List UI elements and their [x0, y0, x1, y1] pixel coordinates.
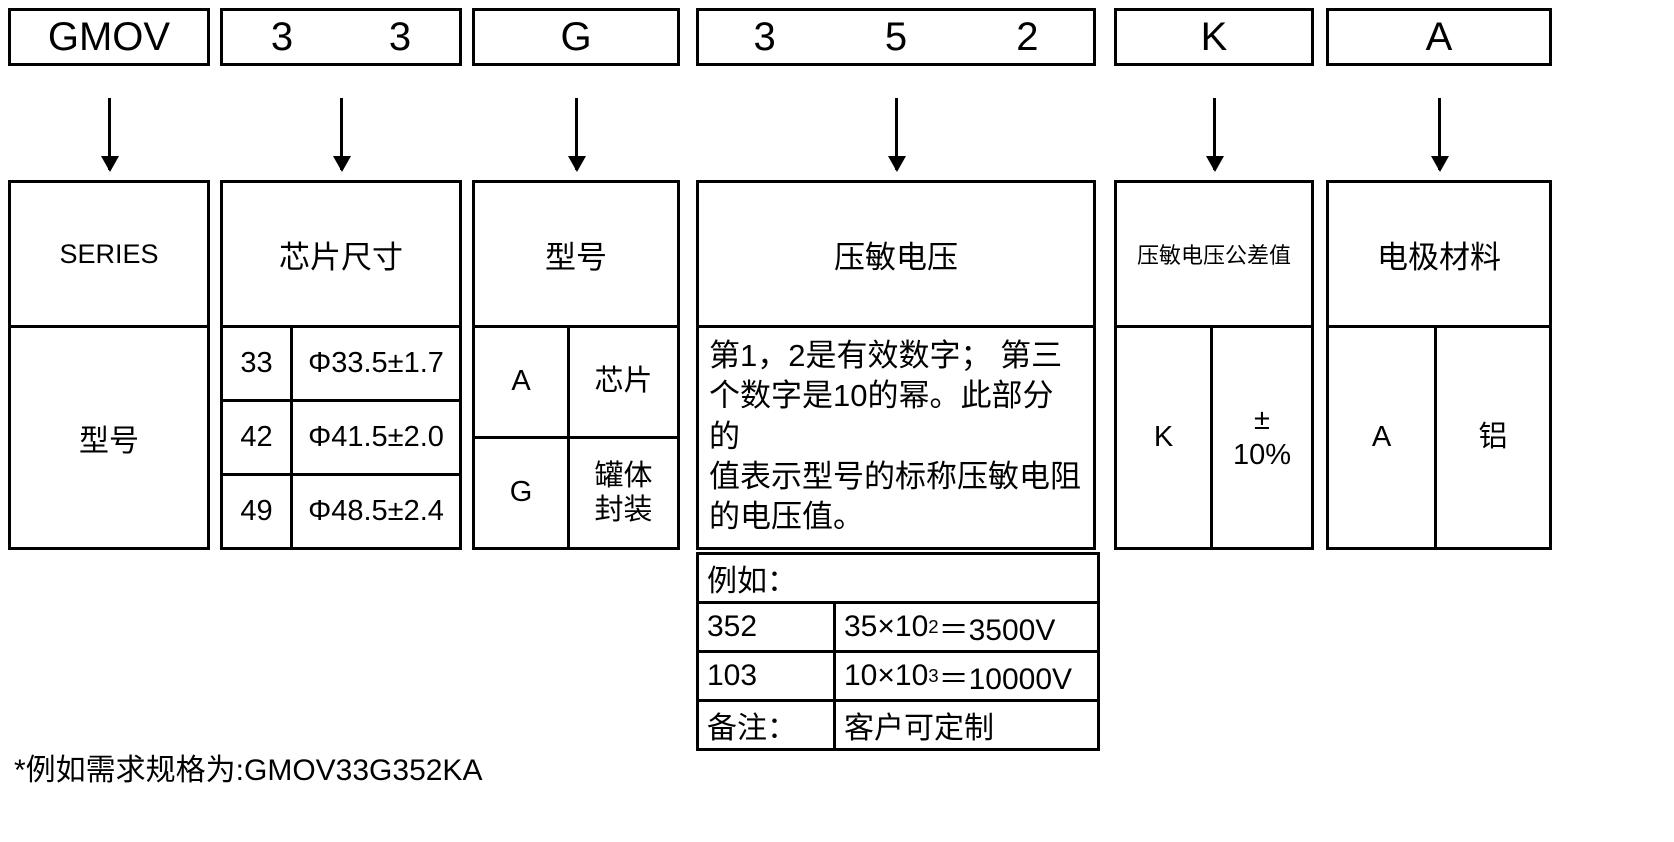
code-box-voltage-tolerance: K	[1114, 8, 1314, 66]
arrow-electrode-material	[1438, 98, 1441, 170]
code-char: G	[560, 15, 592, 59]
arrow-series	[108, 98, 111, 170]
table-row: G 罐体 封装	[475, 439, 677, 547]
code-box-chip-size: 3 3	[220, 8, 462, 66]
code-char: 3	[270, 15, 294, 59]
code-char: 5	[884, 15, 908, 59]
code-box-model: G	[472, 8, 680, 66]
table-row: 42 Φ41.5±2.0	[223, 402, 459, 476]
description-line: 值表示型号的标称压敏电阻	[709, 458, 1081, 494]
panel-header-series: SERIES	[11, 183, 207, 328]
arrow-chip-size	[340, 98, 343, 170]
panel-series: SERIES 型号	[8, 180, 210, 550]
code-box-series: GMOV	[8, 8, 210, 66]
table-row: 33 Φ33.5±1.7	[223, 328, 459, 402]
example-table-title-row: 例如：	[699, 555, 1097, 604]
tolerance-sign: ±	[1254, 404, 1270, 437]
code-char: 3	[388, 15, 412, 59]
electrode-material-name: 铝	[1478, 420, 1508, 453]
table-row: 49 Φ48.5±2.4	[223, 476, 459, 547]
model-description: 芯片	[594, 365, 653, 398]
table-row: 备注： 客户可定制	[699, 702, 1097, 748]
electrode-material-table: A 铝	[1329, 328, 1549, 547]
voltage-tolerance-table: K ± 10%	[1117, 328, 1311, 547]
tolerance-code: K	[1117, 328, 1213, 547]
chip-size-code: 42	[223, 402, 293, 473]
varistor-voltage-description: 第1，2是有效数字； 第三 个数字是10的幂。此部分的 值表示型号的标称压敏电阻…	[699, 328, 1093, 537]
panel-body-series: 型号	[79, 424, 139, 458]
code-box-electrode-material: A	[1326, 8, 1552, 66]
arrow-voltage-tolerance	[1213, 98, 1216, 170]
example-table-title: 例如：	[707, 565, 797, 598]
calc-suffix: ＝3500V	[938, 614, 1056, 647]
table-row: A 铝	[1329, 328, 1549, 547]
calc-prefix: 35×10	[844, 610, 929, 643]
panel-header-varistor-voltage: 压敏电压	[699, 183, 1093, 328]
arrow-varistor-voltage	[895, 98, 898, 170]
example-code: 352	[699, 604, 836, 650]
code-char: K	[1200, 15, 1228, 59]
panel-header-electrode-material: 电极材料	[1329, 183, 1549, 328]
code-char: GMOV	[47, 15, 171, 59]
tolerance-value: ± 10%	[1213, 328, 1311, 547]
code-box-varistor-voltage: 3 5 2	[696, 8, 1096, 66]
model-description-line: 罐体	[594, 459, 653, 492]
description-line: 第1，2是有效数字； 第三	[709, 338, 1063, 373]
description-line: 个数字是10的幂。此部分的	[709, 378, 1054, 454]
panel-header-chip-size: 芯片尺寸	[223, 183, 459, 328]
panel-varistor-voltage: 压敏电压 第1，2是有效数字； 第三 个数字是10的幂。此部分的 值表示型号的标…	[696, 180, 1096, 550]
model-table: A 芯片 G 罐体 封装	[475, 328, 677, 547]
code-char: 2	[1016, 15, 1039, 59]
panel-header-model: 型号	[475, 183, 677, 328]
calc-prefix: 10×10	[844, 659, 929, 692]
chip-size-dimension: Φ33.5±1.7	[308, 346, 444, 379]
model-description-line: 封装	[594, 494, 653, 526]
panel-electrode-material: 电极材料 A 铝	[1326, 180, 1552, 550]
description-line: 的电压值。	[709, 499, 864, 535]
footnote-example-spec: *例如需求规格为:GMOV33G352KA	[14, 754, 483, 787]
model-code: A	[475, 328, 570, 436]
chip-size-code: 33	[223, 328, 293, 399]
model-code: G	[475, 439, 570, 547]
tolerance-percent: 10%	[1232, 438, 1292, 471]
arrow-model	[575, 98, 578, 170]
chip-size-dimension: Φ48.5±2.4	[308, 494, 444, 527]
electrode-code: A	[1329, 328, 1437, 547]
panel-model: 型号 A 芯片 G 罐体 封装	[472, 180, 680, 550]
chip-size-code: 49	[223, 476, 293, 547]
panel-chip-size: 芯片尺寸 33 Φ33.5±1.7 42 Φ41.5±2.0 49 Φ48.5±…	[220, 180, 462, 550]
code-char: 3	[753, 15, 776, 59]
code-char: A	[1425, 15, 1453, 59]
calc-suffix: ＝10000V	[938, 663, 1073, 696]
model-description: 罐体 封装	[570, 439, 677, 547]
example-code: 103	[699, 653, 836, 699]
panel-voltage-tolerance: 压敏电压公差值 K ± 10%	[1114, 180, 1314, 550]
table-row: K ± 10%	[1117, 328, 1311, 547]
example-note-value: 客户可定制	[844, 712, 994, 745]
example-note-label: 备注：	[699, 702, 836, 748]
panel-header-voltage-tolerance: 压敏电压公差值	[1117, 183, 1311, 328]
table-row: A 芯片	[475, 328, 677, 439]
chip-size-table: 33 Φ33.5±1.7 42 Φ41.5±2.0 49 Φ48.5±2.4	[223, 328, 459, 547]
chip-size-dimension: Φ41.5±2.0	[308, 420, 444, 453]
